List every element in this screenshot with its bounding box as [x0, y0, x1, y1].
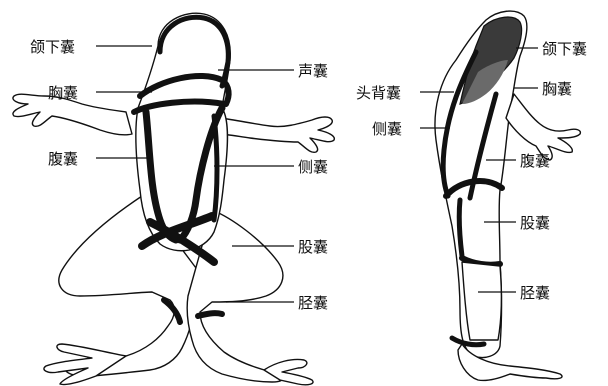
label-ventral-abdominal-sac: 腹囊 — [48, 150, 78, 168]
lateral-front-arm — [506, 94, 580, 160]
label-lateral-head-dorsal-sac: 头背囊 — [356, 84, 401, 102]
lateral-lower-leg — [462, 262, 501, 340]
label-lateral-mandibular-sac: 颌下囊 — [542, 40, 587, 58]
label-ventral-vocal-sac: 声囊 — [298, 62, 328, 80]
lateral-thigh-band-top — [459, 200, 462, 256]
label-lateral-pectoral-sac: 胸囊 — [542, 80, 572, 98]
label-lateral-lateral-sac: 侧囊 — [372, 120, 402, 138]
label-ventral-pectoral-sac: 胸囊 — [48, 84, 78, 102]
label-ventral-femoral-sac: 股囊 — [298, 238, 328, 256]
ventral-right-arm — [218, 117, 334, 152]
ventral-left-foot — [44, 344, 126, 385]
label-ventral-mandibular-sac: 颌下囊 — [30, 38, 75, 56]
ventral-right-knee-band — [198, 313, 222, 316]
label-ventral-lateral-sac: 侧囊 — [298, 158, 328, 176]
ventral-view-frog — [13, 13, 334, 385]
label-lateral-abdominal-sac: 腹囊 — [520, 152, 550, 170]
label-ventral-crural-sac: 胫囊 — [298, 294, 328, 312]
lateral-view-frog — [435, 11, 580, 380]
label-lateral-crural-sac: 胫囊 — [520, 284, 550, 302]
label-lateral-femoral-sac: 股囊 — [520, 214, 550, 232]
